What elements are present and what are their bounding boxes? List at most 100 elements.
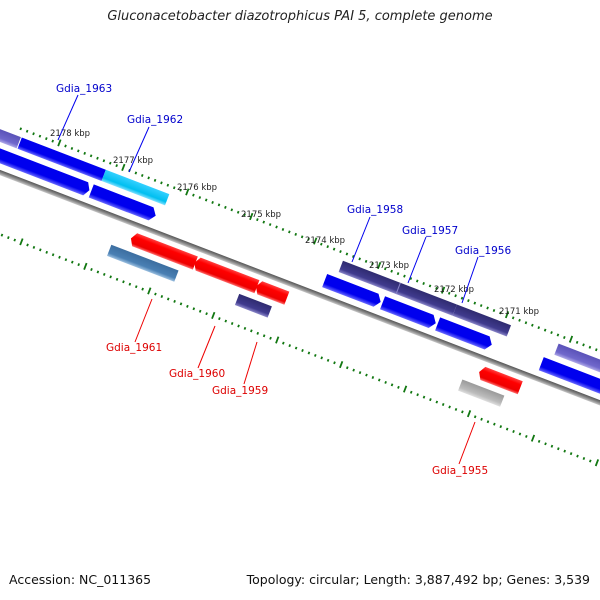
minor-tick (595, 348, 598, 352)
minor-tick (518, 318, 521, 322)
minor-tick (39, 248, 42, 252)
gene-arrow-gdia-1962[interactable] (88, 184, 158, 222)
cds-block-gdia-1961[interactable] (107, 244, 179, 282)
gene-label-gdia-1961[interactable]: Gdia_1961 (106, 342, 162, 354)
minor-tick (589, 459, 592, 463)
minor-tick (45, 137, 48, 141)
minor-tick (102, 272, 106, 276)
gene-arrow-gdia-1963[interactable] (0, 137, 92, 197)
major-tick (57, 139, 62, 147)
minor-tick (345, 366, 349, 370)
minor-tick (371, 376, 375, 380)
gene-arrow-gdia-1961[interactable] (128, 232, 198, 270)
minor-tick (224, 205, 227, 209)
minor-tick (409, 390, 413, 394)
minor-tick (140, 173, 144, 177)
minor-tick (122, 280, 125, 284)
minor-tick (416, 393, 419, 397)
map-title: Gluconacetobacter diazotrophicus PAI 5, … (107, 9, 493, 24)
minor-tick (186, 304, 189, 308)
minor-tick (198, 309, 202, 313)
gene-arrow-gdia-1956[interactable] (435, 317, 494, 351)
minor-tick (390, 269, 393, 273)
minor-tick (96, 270, 100, 274)
gene-arrow-gdia-1955[interactable] (477, 365, 523, 395)
minor-tick (115, 277, 119, 281)
forward-gene-track (0, 137, 600, 401)
cds-block-gdia-1962[interactable] (101, 169, 170, 206)
minor-tick (160, 181, 163, 185)
minor-tick (179, 302, 183, 306)
minor-tick (428, 284, 432, 288)
minor-tick (115, 164, 118, 168)
minor-tick (588, 345, 592, 349)
gene-arrow-gdia-1959[interactable] (254, 280, 290, 305)
minor-tick (102, 159, 106, 163)
scale-label: 2178 kbp (50, 129, 90, 139)
minor-tick (19, 127, 23, 131)
minor-tick (172, 186, 176, 190)
cds-block-gdia-1956[interactable] (452, 304, 511, 337)
scale-label: 2171 kbp (499, 307, 539, 317)
minor-tick (422, 281, 425, 285)
minor-tick (396, 272, 400, 276)
gene-label-gdia-1963[interactable]: Gdia_1963 (56, 83, 112, 95)
gene-label-gdia-1962[interactable]: Gdia_1962 (127, 114, 183, 126)
gene-arrow-gdia-1954[interactable] (538, 357, 600, 401)
minor-tick (511, 316, 515, 320)
gene-arrow-gdia-1957[interactable] (380, 296, 438, 329)
minor-tick (364, 259, 368, 263)
minor-tick (45, 250, 49, 254)
minor-tick (371, 262, 374, 266)
minor-tick (480, 417, 483, 421)
gene-label-gdia-1955[interactable]: Gdia_1955 (432, 465, 488, 477)
minor-tick (13, 238, 17, 242)
scale-label: 2172 kbp (434, 285, 474, 295)
gene-label-gdia-1960[interactable]: Gdia_1960 (169, 368, 225, 380)
minor-tick (448, 405, 451, 409)
minor-tick (288, 344, 292, 348)
minor-tick (128, 282, 132, 286)
minor-tick (473, 415, 477, 419)
minor-tick (307, 351, 311, 355)
minor-tick (268, 223, 272, 227)
gene-label-gdia-1959[interactable]: Gdia_1959 (212, 385, 268, 397)
major-tick (339, 360, 344, 369)
minor-tick (26, 243, 29, 247)
minor-tick (71, 260, 74, 264)
minor-tick (294, 232, 298, 236)
minor-tick (543, 328, 547, 332)
cds-block-gdia-1957[interactable] (395, 282, 401, 295)
cds-block-gdia-1954[interactable] (554, 343, 600, 384)
gene-label-gdia-1957[interactable]: Gdia_1957 (402, 225, 458, 237)
minor-tick (262, 220, 266, 224)
minor-tick (397, 385, 400, 389)
minor-tick (492, 308, 496, 312)
major-tick (313, 237, 318, 245)
minor-tick (256, 331, 260, 335)
minor-tick (314, 353, 317, 357)
cds-block-gdia-1963[interactable] (17, 137, 106, 181)
outer-cds-track (0, 120, 600, 384)
minor-tick (154, 292, 157, 296)
gene-label-gdia-1958[interactable]: Gdia_1958 (347, 204, 403, 216)
major-tick (466, 410, 472, 418)
gene-arrow-gdia-1958[interactable] (322, 274, 383, 309)
gene-arrow-gdia-1960[interactable] (192, 256, 260, 294)
minor-tick (320, 356, 323, 360)
major-tick (594, 459, 600, 467)
cds-block-gdia-1964[interactable] (0, 120, 21, 149)
minor-tick (307, 237, 310, 241)
cds-block-gdia-1959[interactable] (234, 293, 272, 318)
minor-tick (25, 129, 29, 133)
genome-backbone (0, 155, 600, 433)
minor-tick (237, 324, 240, 328)
minor-tick (320, 242, 323, 246)
major-tick (211, 311, 216, 320)
gene-label-gdia-1956[interactable]: Gdia_1956 (455, 245, 511, 257)
minor-tick (282, 341, 285, 345)
cds-block-gdia-1955[interactable] (458, 379, 505, 407)
minor-tick (294, 346, 298, 350)
minor-tick (550, 444, 554, 448)
minor-tick (544, 442, 547, 446)
